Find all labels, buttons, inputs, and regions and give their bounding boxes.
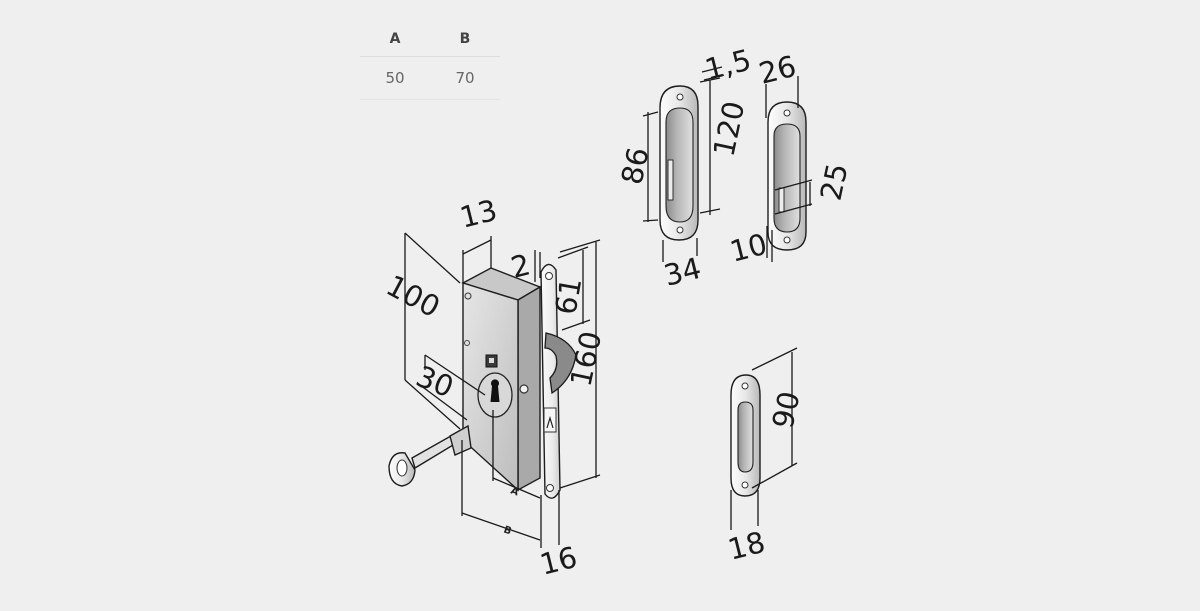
dim-a-label: A (509, 485, 520, 498)
screw-hole-icon (464, 292, 472, 300)
flush-handle-right (767, 101, 807, 251)
dim-18-label: 18 (724, 525, 768, 567)
dim-61-label: 61 (548, 275, 588, 317)
strike-plate (730, 374, 761, 497)
dim-160-label: 160 (564, 328, 609, 389)
key (388, 424, 472, 487)
table-row: 50 70 (360, 56, 500, 100)
screw-hole-icon (676, 226, 684, 234)
dim-25-label: 25 (814, 160, 855, 203)
dim-13-label: 13 (456, 193, 500, 235)
spec-value-b: 70 (430, 56, 500, 100)
handle-left-dimension-lines (642, 66, 725, 262)
strike-dimension-lines (730, 347, 798, 530)
spec-value-a: 50 (360, 56, 430, 100)
mortise-lock (461, 263, 577, 499)
screw-hole-icon (676, 93, 684, 101)
screw-hole-icon (519, 384, 529, 394)
dim-120-label: 120 (707, 98, 752, 159)
handle-right-dimension-lines (765, 76, 813, 262)
screw-hole-icon (464, 340, 470, 346)
faceplate-screw-icon (545, 272, 553, 280)
flush-handle-left (659, 85, 699, 241)
screw-hole-icon (741, 481, 749, 489)
spec-header-a: A (360, 22, 430, 57)
dim-100-label: 100 (381, 268, 446, 324)
dim-b-label: B (502, 524, 513, 537)
spec-table-header-row: A B (360, 22, 500, 57)
dim-26-label: 26 (755, 49, 799, 91)
dim-30-label: 30 (411, 359, 458, 404)
screw-hole-icon (783, 236, 791, 244)
screw-hole-icon (783, 109, 791, 117)
screw-hole-icon (741, 382, 749, 390)
faceplate-screw-icon (546, 484, 554, 492)
dim-34-label: 34 (660, 251, 704, 293)
dim-10-label: 10 (726, 227, 770, 269)
spec-header-b: B (430, 22, 500, 57)
lock-dimension-lines (404, 232, 601, 548)
dimension-spec-table: A B 50 70 (360, 22, 500, 100)
keyhole-icon (490, 379, 500, 402)
dim-16-label: 16 (536, 540, 580, 582)
dim-1-5-label: 1,5 (701, 43, 754, 87)
latch-hook (544, 332, 577, 395)
dim-86-label: 86 (615, 144, 656, 187)
dim-90-label: 90 (766, 388, 807, 431)
